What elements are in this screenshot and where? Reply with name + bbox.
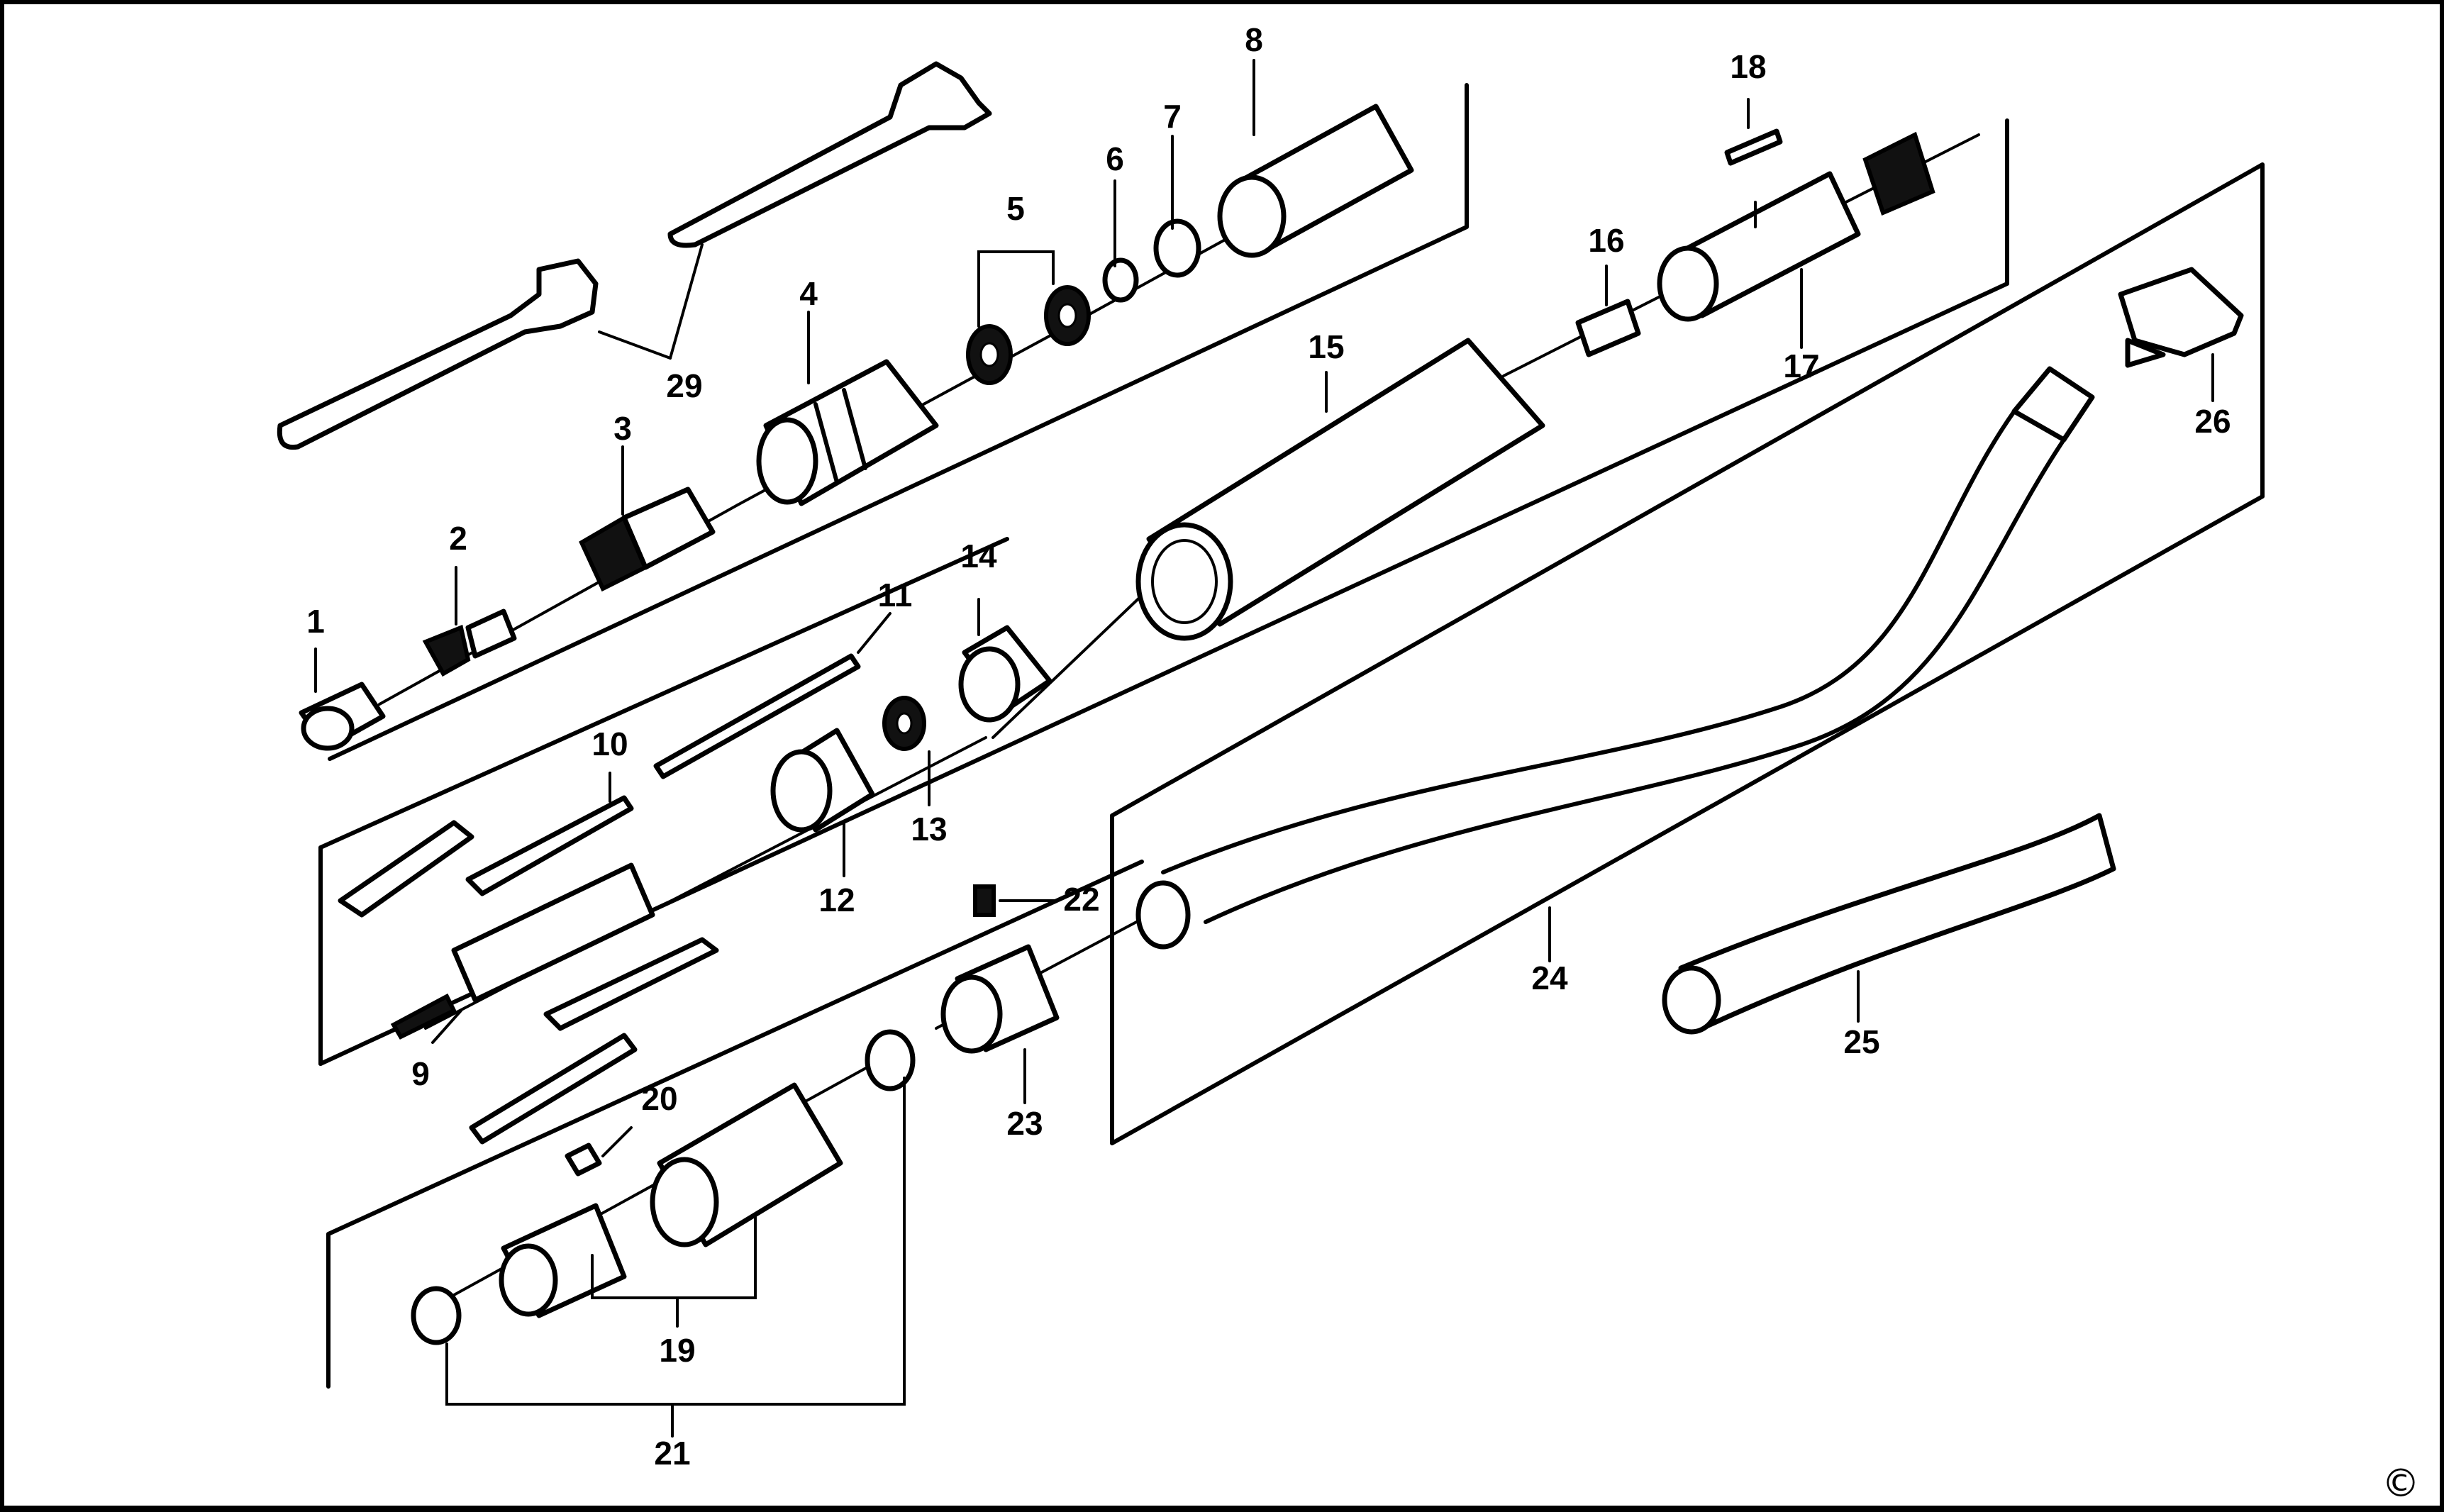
part-21-ring-a-icon — [411, 1286, 462, 1345]
part-25-hose-sleeve-icon — [1662, 813, 2116, 1035]
callout-11: 11 — [878, 577, 913, 613]
callout-3: 3 — [613, 410, 632, 447]
part-4-housing-icon — [756, 359, 939, 506]
part-18-pin-icon — [1724, 128, 1783, 166]
leader-lines — [314, 59, 2214, 1438]
part-19-housing-b-icon — [650, 1082, 843, 1247]
group-box-tool — [318, 118, 2009, 1066]
part-8-sleeve-icon — [1217, 104, 1414, 258]
callout-19: 19 — [659, 1332, 695, 1369]
callout-25: 25 — [1843, 1023, 1879, 1060]
callout-22: 22 — [1063, 881, 1099, 918]
callout-14: 14 — [960, 538, 997, 574]
group-box-upper — [328, 83, 1469, 761]
part-16-fitting-icon — [1575, 299, 1641, 357]
part-23-collar-icon — [940, 944, 1060, 1054]
part-13-bearing-icon — [882, 696, 926, 751]
part-6-washer-icon — [1102, 257, 1139, 303]
callout-12: 12 — [818, 882, 855, 918]
part-1-nut-icon — [299, 682, 386, 751]
callout-10: 10 — [591, 726, 628, 762]
callout-20: 20 — [641, 1080, 677, 1117]
callout-13: 13 — [911, 811, 947, 847]
wrench-large-icon — [277, 258, 599, 450]
callout-9: 9 — [411, 1055, 430, 1092]
callout-21: 21 — [654, 1435, 690, 1472]
part-15-cylinder-icon — [1135, 338, 1545, 641]
callout-8: 8 — [1245, 21, 1263, 58]
callout-18: 18 — [1730, 48, 1766, 85]
callout-16: 16 — [1588, 222, 1624, 259]
callout-24: 24 — [1531, 960, 1568, 996]
part-2-collet-icon — [422, 608, 517, 677]
callout-2: 2 — [449, 520, 467, 557]
part-9-rotor-icon — [390, 862, 655, 1040]
callout-6: 6 — [1106, 140, 1124, 177]
callout-15: 15 — [1308, 328, 1344, 365]
callout-5: 5 — [1006, 190, 1025, 227]
callout-17: 17 — [1783, 348, 1819, 384]
wrench-small-icon — [667, 61, 992, 248]
part-21-ring-b-icon — [865, 1029, 916, 1091]
part-26-connector-icon — [2118, 267, 2244, 368]
copyright-symbol: © — [2382, 1461, 2420, 1506]
group-box-hose — [1110, 162, 2265, 1145]
callout-26: 26 — [2194, 403, 2231, 440]
part-20-clip-icon — [565, 1143, 602, 1177]
callout-4: 4 — [799, 275, 818, 312]
part-7-ring-icon — [1153, 218, 1201, 278]
part-5-bearing-b-icon — [1044, 285, 1091, 346]
callout-23: 23 — [1006, 1105, 1043, 1142]
part-12-endplate-icon — [770, 728, 875, 833]
callout-7: 7 — [1163, 98, 1182, 135]
callout-labels: 1 2 3 4 5 6 7 8 9 10 11 12 13 14 15 16 1… — [306, 21, 2420, 1506]
part-10-vanes-icon — [338, 795, 719, 1145]
part-19-housing-a-icon — [499, 1203, 627, 1318]
group-box-lower — [326, 860, 1144, 1389]
part-22-screw-icon — [973, 884, 996, 917]
part-17-inlet-icon — [1657, 131, 1935, 322]
assembly-axis-lines — [378, 133, 1980, 1312]
callout-1: 1 — [306, 603, 325, 640]
part-14-nut-icon — [958, 625, 1052, 723]
part-3-spindle-icon — [579, 487, 716, 592]
part-24-hose-icon — [1135, 366, 2095, 950]
callout-29: 29 — [666, 367, 702, 404]
part-11-blade-icon — [653, 653, 861, 779]
part-5-bearing-a-icon — [966, 324, 1013, 385]
